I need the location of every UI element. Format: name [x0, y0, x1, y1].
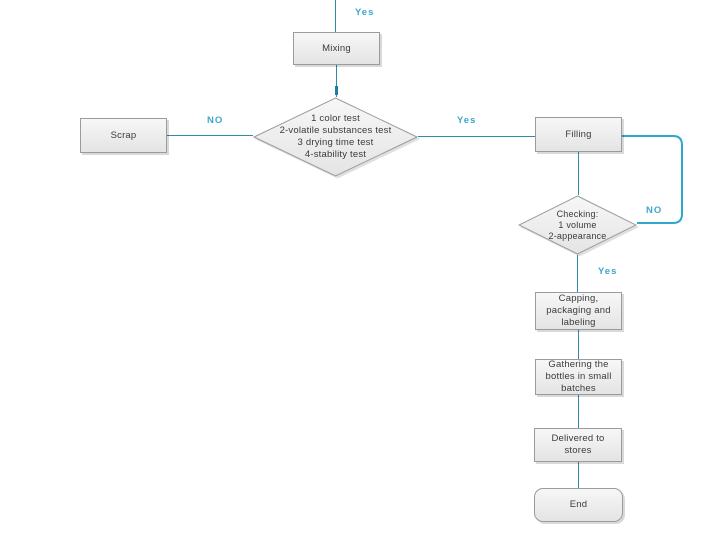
mixing-node: Mixing [293, 32, 380, 65]
quality-test-label: 1 color test 2-volatile substances test … [279, 113, 392, 160]
edge-label-yes-top: Yes [355, 7, 375, 18]
arrowhead-icon [335, 86, 338, 95]
capping-label: Capping, packaging and labeling [546, 293, 611, 328]
connector-filling-to-checking [578, 152, 579, 195]
checking-label: Checking: 1 volume 2-appearance [548, 208, 607, 241]
connector-capping-to-gathering [578, 330, 579, 359]
connector-checking-to-capping [577, 255, 578, 292]
edge-label-no-scrap: NO [207, 115, 224, 126]
end-label: End [569, 499, 588, 510]
gathering-node: Gathering the bottles in small batches [535, 359, 622, 395]
end-node: End [534, 488, 623, 522]
edge-label-no-loop: NO [646, 205, 663, 216]
connector-start-to-mixing [335, 0, 336, 32]
filling-label: Filling [565, 128, 592, 140]
gathering-label: Gathering the bottles in small batches [545, 359, 612, 394]
delivered-node: Delivered to stores [534, 428, 622, 462]
delivered-label: Delivered to stores [551, 433, 605, 456]
connector-test-to-filling [418, 136, 535, 137]
quality-test-decision: 1 color test 2-volatile substances test … [253, 97, 418, 177]
edge-label-yes-filling: Yes [457, 115, 477, 126]
connector-gathering-to-delivered [578, 395, 579, 428]
mixing-label: Mixing [322, 42, 351, 54]
quality-test-diamond-shape [253, 97, 418, 177]
connector-test-to-scrap [167, 135, 253, 136]
scrap-label: Scrap [110, 129, 137, 141]
connector-mixing-to-test [336, 65, 337, 97]
capping-node: Capping, packaging and labeling [535, 292, 622, 330]
connector-checking-no-loop [622, 135, 683, 224]
filling-node: Filling [535, 117, 622, 152]
edge-label-yes-capping: Yes [598, 266, 618, 277]
checking-diamond-shape [518, 195, 637, 255]
scrap-node: Scrap [80, 118, 167, 153]
checking-decision: Checking: 1 volume 2-appearance [518, 195, 637, 255]
connector-delivered-to-end [578, 462, 579, 488]
